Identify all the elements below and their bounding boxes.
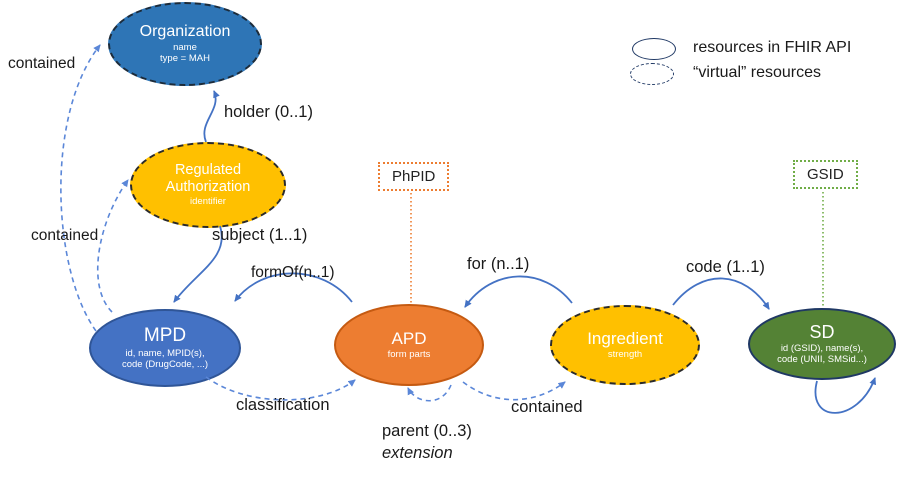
organization-title: Organization <box>139 22 231 40</box>
organization-attr-type: type = MAH <box>160 53 210 65</box>
label-classification: classification <box>236 396 330 414</box>
label-contained-ingredient: contained <box>511 398 583 416</box>
regulated-authorization-attr-identifier: identifier <box>190 196 226 208</box>
regulated-authorization-title: Regulated Authorization <box>165 161 251 195</box>
edge-holder-ra-organization <box>203 90 220 143</box>
phpid-badge: PhPID <box>378 162 450 191</box>
node-apd: APD form parts <box>334 304 484 386</box>
mpd-attr-code: code (DrugCode, ...) <box>121 358 209 370</box>
gsid-badge: GSID <box>793 160 858 189</box>
edge-sd-self-loop <box>814 377 877 414</box>
label-formof: formOf(n..1) <box>251 264 335 281</box>
label-code: code (1..1) <box>686 258 765 276</box>
edge-contained-mpd-organization <box>60 44 101 332</box>
legend-solid-ellipse-icon <box>632 38 676 60</box>
edge-contained-mpd-regulated-authorization <box>96 179 129 313</box>
node-ingredient: Ingredient strength <box>550 305 700 385</box>
edge-contained-apd-ingredient <box>462 381 566 401</box>
legend-dashed-ellipse-icon <box>630 63 674 85</box>
sd-attr-code: code (UNII, SMSid...) <box>777 354 867 366</box>
node-sd: SD id (GSID), name(s), code (UNII, SMSid… <box>748 308 896 380</box>
ingredient-title: Ingredient <box>587 328 663 348</box>
legend-solid-label: resources in FHIR API <box>693 39 852 56</box>
label-for: for (n..1) <box>467 255 530 273</box>
edge-parent-apd-self-loop <box>407 384 452 402</box>
sd-attr-ids: id (GSID), name(s), <box>780 343 864 355</box>
sd-title: SD <box>809 321 835 342</box>
edge-for-ingredient-apd <box>464 275 573 308</box>
legend-dashed-label: “virtual” resources <box>693 64 822 81</box>
node-organization: Organization name type = MAH <box>108 2 262 86</box>
mpd-title: MPD <box>143 325 187 347</box>
label-contained-regulated-authorization: contained <box>31 227 99 244</box>
label-parent: parent (0..3) <box>382 422 472 440</box>
node-mpd: MPD id, name, MPID(s), code (DrugCode, .… <box>89 309 241 387</box>
mpd-attr-ids: id, name, MPID(s), <box>125 348 205 359</box>
label-holder: holder (0..1) <box>224 103 313 121</box>
label-subject: subject (1..1) <box>212 226 308 244</box>
organization-attr-name: name <box>173 42 197 54</box>
label-extension: extension <box>382 444 453 462</box>
label-contained-organization: contained <box>8 55 76 72</box>
edge-code-ingredient-sd <box>672 277 770 310</box>
ingredient-attr-strength: strength <box>607 349 643 361</box>
apd-title: APD <box>391 328 427 348</box>
node-regulated-authorization: Regulated Authorization identifier <box>130 142 286 228</box>
apd-attr-form-parts: form parts <box>387 349 431 361</box>
